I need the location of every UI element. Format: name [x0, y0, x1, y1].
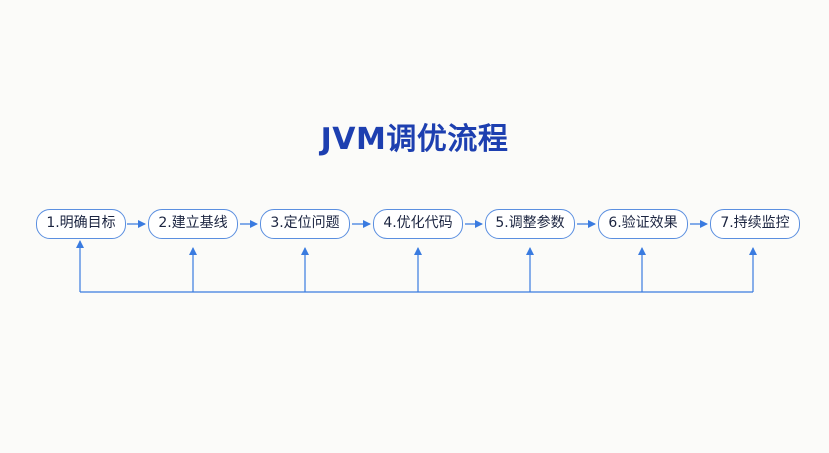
step-1-define-goals: 1.明确目标 — [36, 209, 126, 239]
step-7-continuous-monitoring: 7.持续监控 — [710, 209, 800, 239]
diagram-title: JVM调优流程 — [320, 122, 509, 157]
step-6-verify-results: 6.验证效果 — [598, 209, 688, 239]
step-2-establish-baseline: 2.建立基线 — [148, 209, 238, 239]
step-5-tune-parameters: 5.调整参数 — [485, 209, 575, 239]
step-3-locate-problem: 3.定位问题 — [260, 209, 350, 239]
step-4-optimize-code: 4.优化代码 — [373, 209, 463, 239]
